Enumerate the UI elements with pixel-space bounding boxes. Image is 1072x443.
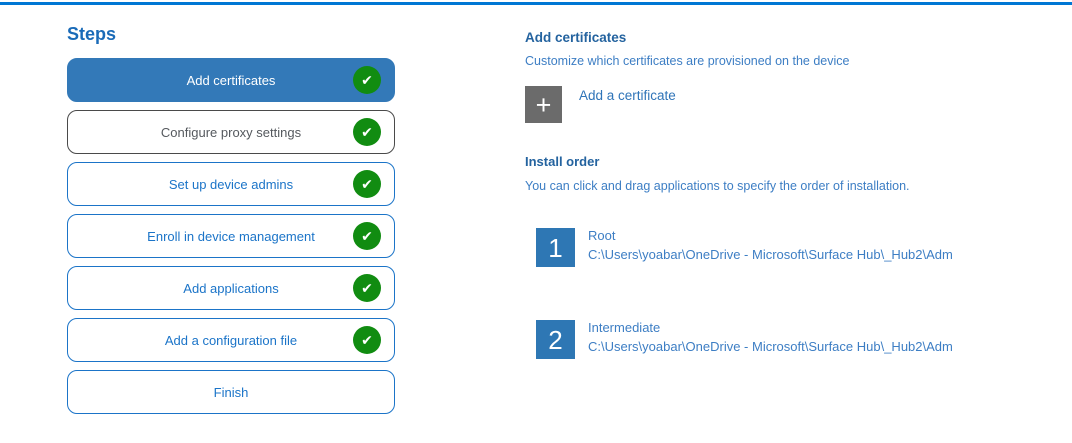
content-panel: Add certificates Customize which certifi… xyxy=(525,30,1072,359)
step-label: Configure proxy settings xyxy=(160,124,302,140)
top-accent-bar xyxy=(0,2,1072,5)
step-add-a-configuration-file[interactable]: Add a configuration file xyxy=(67,318,395,362)
step-complete-check-icon xyxy=(353,118,381,146)
step-label: Add applications xyxy=(183,280,279,296)
order-number: 2 xyxy=(548,324,563,355)
steps-panel-title: Steps xyxy=(67,24,117,44)
step-label: Add a configuration file xyxy=(164,332,298,348)
install-order-list: 1 Root C:\Users\yoabar\OneDrive - Micros… xyxy=(536,228,1072,359)
steps-list: Add certificates Configure proxy setting… xyxy=(67,58,395,414)
step-label: Add certificates xyxy=(186,72,276,88)
step-set-up-device-admins[interactable]: Set up device admins xyxy=(67,162,395,206)
certificate-path: C:\Users\yoabar\OneDrive - Microsoft\Sur… xyxy=(588,339,953,354)
step-complete-check-icon xyxy=(353,274,381,302)
step-complete-check-icon xyxy=(353,326,381,354)
step-add-applications[interactable]: Add applications xyxy=(67,266,395,310)
install-item-text: Root C:\Users\yoabar\OneDrive - Microsof… xyxy=(588,226,953,264)
install-item-intermediate[interactable]: 2 Intermediate C:\Users\yoabar\OneDrive … xyxy=(536,320,1072,359)
certificate-name: Intermediate xyxy=(588,320,661,335)
step-complete-check-icon xyxy=(353,170,381,198)
step-complete-check-icon xyxy=(353,222,381,250)
certificate-path: C:\Users\yoabar\OneDrive - Microsoft\Sur… xyxy=(588,247,953,262)
order-number-badge: 2 xyxy=(536,320,575,359)
order-number-badge: 1 xyxy=(536,228,575,267)
steps-panel: Steps Add certificates Configure proxy s… xyxy=(67,24,395,414)
step-complete-check-icon xyxy=(353,66,381,94)
page-subtitle: Customize which certificates are provisi… xyxy=(525,54,850,68)
plus-glyph: + xyxy=(535,90,552,120)
step-finish[interactable]: Finish xyxy=(67,370,395,414)
add-certificate-button[interactable]: + Add a certificate xyxy=(525,86,1072,123)
install-order-title: Install order xyxy=(525,154,600,169)
step-configure-proxy-settings[interactable]: Configure proxy settings xyxy=(67,110,395,154)
step-enroll-in-device-management[interactable]: Enroll in device management xyxy=(67,214,395,258)
page-title: Add certificates xyxy=(525,30,627,45)
install-item-root[interactable]: 1 Root C:\Users\yoabar\OneDrive - Micros… xyxy=(536,228,1072,267)
certificate-name: Root xyxy=(588,228,616,243)
install-order-description: You can click and drag applications to s… xyxy=(525,179,910,193)
order-number: 1 xyxy=(548,232,563,263)
plus-icon[interactable]: + xyxy=(525,86,562,123)
install-item-text: Intermediate C:\Users\yoabar\OneDrive - … xyxy=(588,318,953,356)
step-add-certificates[interactable]: Add certificates xyxy=(67,58,395,102)
add-certificate-label: Add a certificate xyxy=(579,88,676,103)
step-label: Set up device admins xyxy=(168,176,294,192)
step-label: Enroll in device management xyxy=(147,228,315,244)
step-label: Finish xyxy=(213,384,249,400)
